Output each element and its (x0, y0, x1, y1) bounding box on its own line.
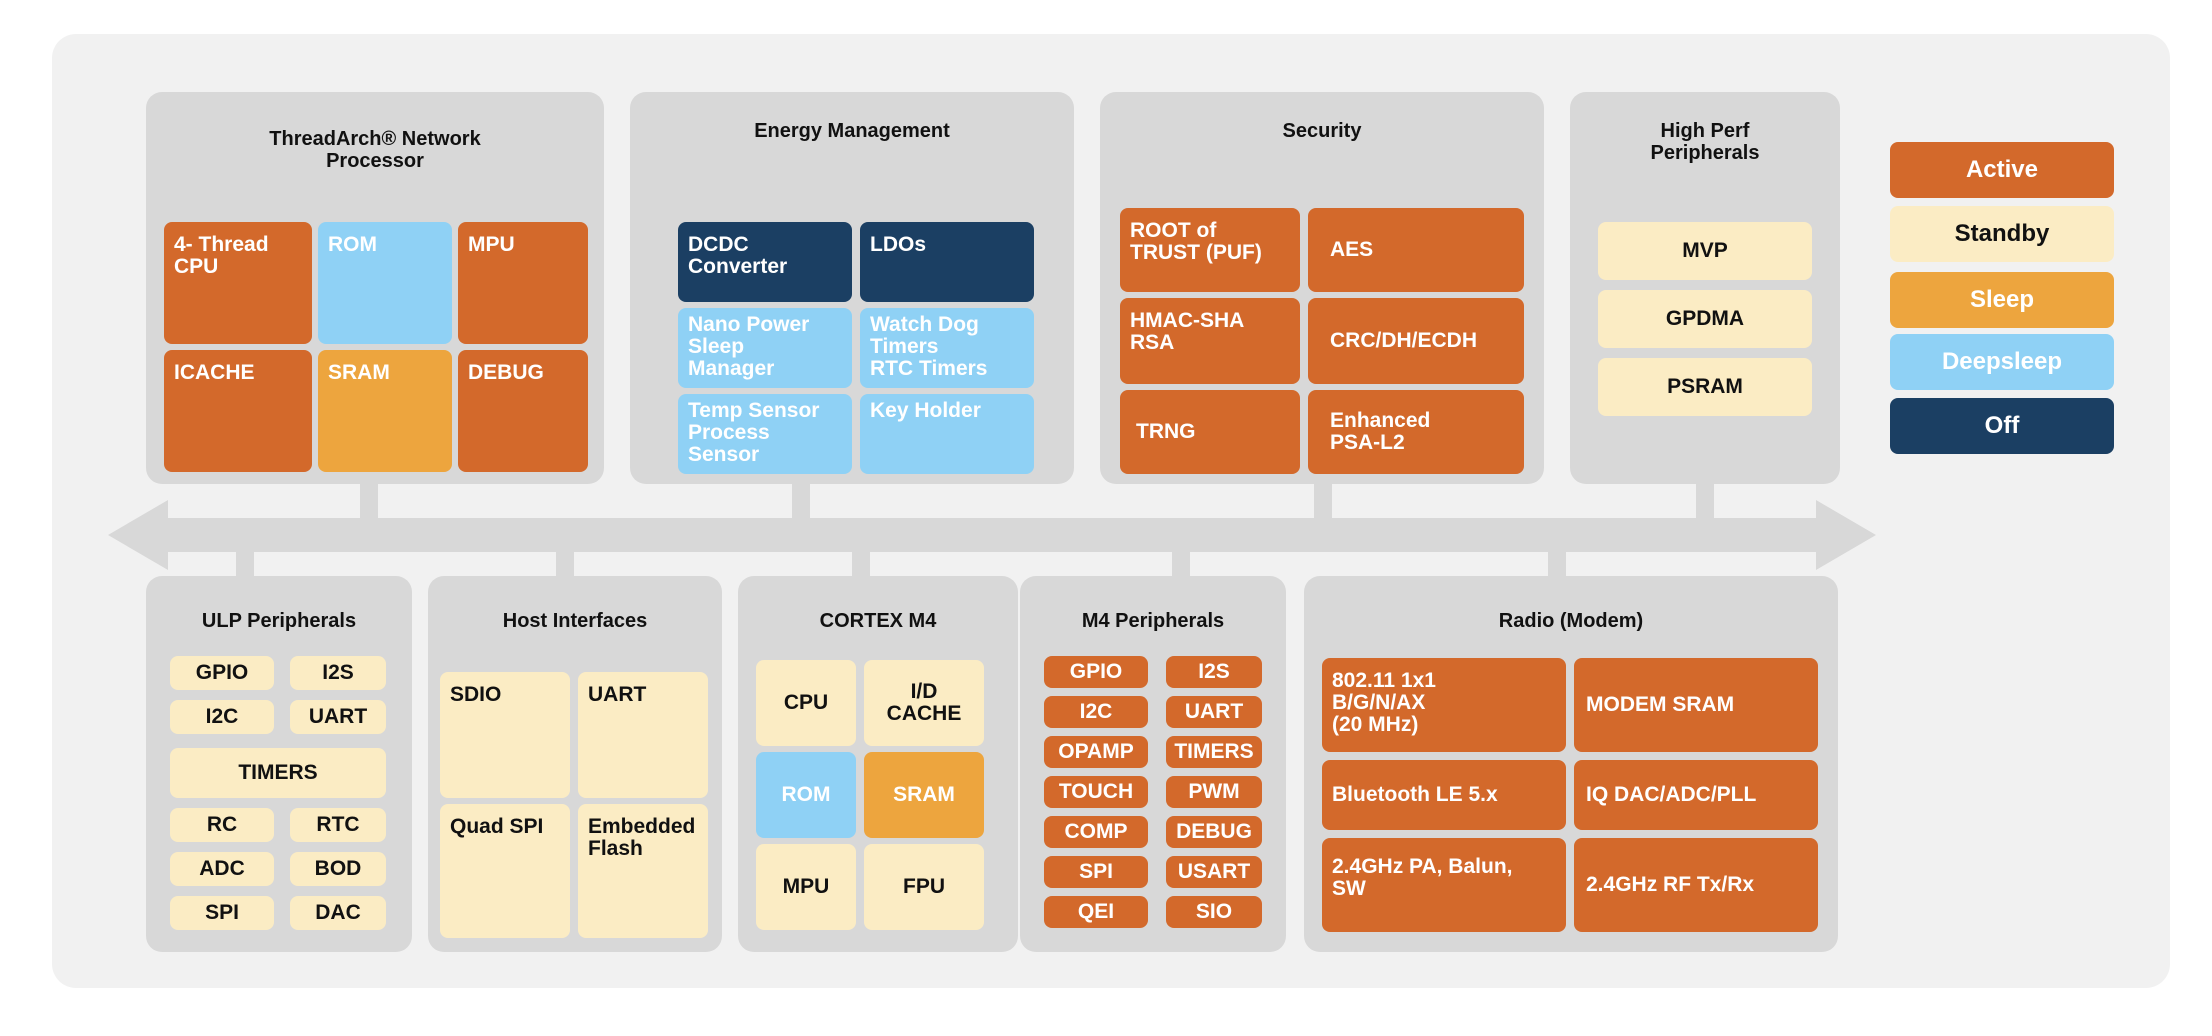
security-title: Security (1282, 120, 1362, 142)
connector-network-processor (360, 480, 378, 520)
cortex-cpu-block: CPU (756, 660, 856, 746)
np-icache-block: ICACHE (164, 350, 312, 472)
m4-timers-block: TIMERS (1166, 736, 1262, 768)
iq-dac-adc-pll-block: IQ DAC/ADC/PLL (1574, 760, 1818, 830)
ulp-adc-block: ADC (170, 852, 274, 886)
security-panel: Security ROOT of TRUST (PUF) AES HMAC-SH… (1100, 92, 1544, 484)
cortex-mpu-block: MPU (756, 844, 856, 930)
radio-modem-title: Radio (Modem) (1498, 610, 1644, 632)
m4-usart-block: USART (1166, 856, 1262, 888)
ulp-dac-block: DAC (290, 896, 386, 930)
cortex-m4-panel: CORTEX M4 CPU I/D CACHE ROM SRAM MPU FPU (738, 576, 1018, 952)
cortex-cache-block: I/D CACHE (864, 660, 984, 746)
nano-power-block: Nano Power Sleep Manager (678, 308, 852, 388)
high-perf-title: High Perf Peripherals (1650, 120, 1760, 164)
bluetooth-le-block: Bluetooth LE 5.x (1322, 760, 1566, 830)
np-sram-block: SRAM (318, 350, 452, 472)
pa-balun-sw-block: 2.4GHz PA, Balun, SW (1322, 838, 1566, 932)
np-debug-block: DEBUG (458, 350, 588, 472)
embedded-flash-block: Embedded Flash (578, 804, 708, 938)
cortex-fpu-block: FPU (864, 844, 984, 930)
thread-cpu-block: 4- Thread CPU (164, 222, 312, 344)
legend-standby: Standby (1890, 206, 2114, 262)
modem-sram-block: MODEM SRAM (1574, 658, 1818, 752)
ulp-i2c-block: I2C (170, 700, 274, 734)
sdio-block: SDIO (440, 672, 570, 798)
cortex-m4-title: CORTEX M4 (819, 610, 937, 632)
m4-comp-block: COMP (1044, 816, 1148, 848)
np-rom-block: ROM (318, 222, 452, 344)
connector-energy (792, 480, 810, 520)
cortex-rom-block: ROM (756, 752, 856, 838)
m4-uart-block: UART (1166, 696, 1262, 728)
network-processor-panel: ThreadArch® Network Processor 4- Thread … (146, 92, 604, 484)
connector-security (1314, 480, 1332, 520)
dcdc-converter-block: DCDC Converter (678, 222, 852, 302)
trng-block: TRNG (1120, 390, 1300, 474)
ulp-rc-block: RC (170, 808, 274, 842)
m4-gpio-block: GPIO (1044, 656, 1148, 688)
watchdog-block: Watch Dog Timers RTC Timers (860, 308, 1034, 388)
ulp-gpio-block: GPIO (170, 656, 274, 690)
legend-deepsleep: Deepsleep (1890, 334, 2114, 390)
enhanced-psa-block: Enhanced PSA-L2 (1308, 390, 1524, 474)
quad-spi-block: Quad SPI (440, 804, 570, 938)
m4-pwm-block: PWM (1166, 776, 1262, 808)
m4-touch-block: TOUCH (1044, 776, 1148, 808)
radio-modem-panel: Radio (Modem) 802.11 1x1 B/G/N/AX (20 MH… (1304, 576, 1838, 952)
ulp-rtc-block: RTC (290, 808, 386, 842)
ulp-i2s-block: I2S (290, 656, 386, 690)
aes-block: AES (1308, 208, 1524, 292)
wifi-802-11-block: 802.11 1x1 B/G/N/AX (20 MHz) (1322, 658, 1566, 752)
ulp-timers-block: TIMERS (170, 748, 386, 798)
m4-sio-block: SIO (1166, 896, 1262, 928)
m4-i2c-block: I2C (1044, 696, 1148, 728)
ldos-block: LDOs (860, 222, 1034, 302)
key-holder-block: Key Holder (860, 394, 1034, 474)
high-perf-peripherals-panel: High Perf Peripherals MVP GPDMA PSRAM (1570, 92, 1840, 484)
ulp-bod-block: BOD (290, 852, 386, 886)
rf-tx-rx-block: 2.4GHz RF Tx/Rx (1574, 838, 1818, 932)
m4-spi-block: SPI (1044, 856, 1148, 888)
host-interfaces-panel: Host Interfaces SDIO UART Quad SPI Embed… (428, 576, 722, 952)
gpdma-block: GPDMA (1598, 290, 1812, 348)
m4-qei-block: QEI (1044, 896, 1148, 928)
temp-sensor-block: Temp Sensor Process Sensor (678, 394, 852, 474)
energy-management-title: Energy Management (754, 120, 950, 142)
np-mpu-block: MPU (458, 222, 588, 344)
mvp-block: MVP (1598, 222, 1812, 280)
crc-dh-ecdh-block: CRC/DH/ECDH (1308, 298, 1524, 384)
energy-management-panel: Energy Management DCDC Converter LDOs Na… (630, 92, 1074, 484)
m4-peripherals-panel: M4 Peripherals GPIO I2S I2C UART OPAMP T… (1020, 576, 1286, 952)
cortex-sram-block: SRAM (864, 752, 984, 838)
ulp-title: ULP Peripherals (201, 610, 357, 632)
host-interfaces-title: Host Interfaces (502, 610, 648, 632)
network-processor-title: ThreadArch® Network Processor (269, 128, 481, 172)
legend-off: Off (1890, 398, 2114, 454)
hmac-sha-block: HMAC-SHA RSA (1120, 298, 1300, 384)
legend-sleep: Sleep (1890, 272, 2114, 328)
m4-opamp-block: OPAMP (1044, 736, 1148, 768)
ulp-uart-block: UART (290, 700, 386, 734)
root-of-trust-block: ROOT of TRUST (PUF) (1120, 208, 1300, 292)
host-uart-block: UART (578, 672, 708, 798)
m4-i2s-block: I2S (1166, 656, 1262, 688)
m4-debug-block: DEBUG (1166, 816, 1262, 848)
ulp-spi-block: SPI (170, 896, 274, 930)
legend-active: Active (1890, 142, 2114, 198)
system-bus-arrow (108, 500, 1876, 570)
m4-peripherals-title: M4 Peripherals (1081, 610, 1225, 632)
ulp-peripherals-panel: ULP Peripherals GPIO I2S I2C UART TIMERS… (146, 576, 412, 952)
psram-block: PSRAM (1598, 358, 1812, 416)
connector-high-perf (1696, 480, 1714, 520)
